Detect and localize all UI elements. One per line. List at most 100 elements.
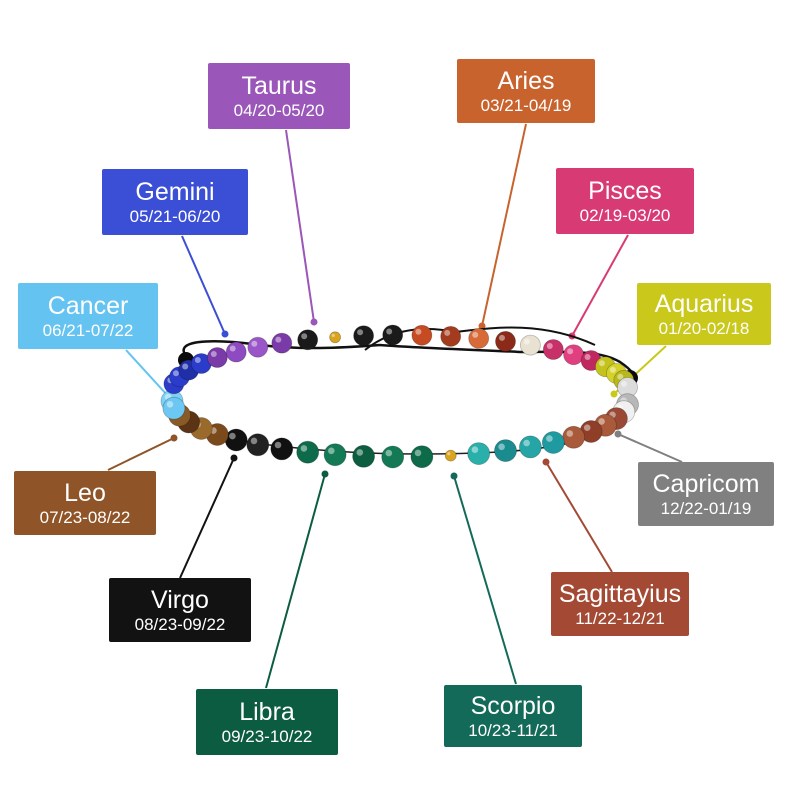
bead-highlight bbox=[300, 445, 308, 452]
bead bbox=[297, 329, 319, 351]
sign-label-aries: Aries 03/21-04/19 bbox=[457, 59, 595, 123]
bead bbox=[494, 439, 517, 463]
bead-highlight bbox=[523, 338, 530, 345]
sign-label-taurus: Taurus 04/20-05/20 bbox=[208, 63, 350, 129]
sign-label-capricorn: Capricom 12/22-01/19 bbox=[638, 462, 774, 526]
leader-dot-scorpio bbox=[450, 472, 458, 480]
leader-line-cancer bbox=[125, 349, 169, 397]
bead bbox=[562, 425, 585, 449]
leader-line-leo bbox=[107, 437, 175, 471]
sign-label-gemini: Gemini 05/21-06/20 bbox=[102, 169, 248, 235]
leader-dot-leo bbox=[170, 434, 178, 442]
leader-dot-capricorn bbox=[614, 430, 622, 438]
bead-highlight bbox=[472, 331, 479, 338]
bead bbox=[410, 445, 434, 469]
bead-highlight bbox=[566, 430, 574, 437]
bead bbox=[247, 336, 269, 358]
bead bbox=[444, 449, 457, 462]
bead-highlight bbox=[414, 449, 422, 457]
sign-name: Capricom bbox=[652, 469, 760, 498]
sign-name: Aquarius bbox=[654, 289, 754, 318]
bead bbox=[246, 433, 270, 457]
sign-label-pisces: Pisces 02/19-03/20 bbox=[556, 168, 694, 234]
leader-dot-libra bbox=[321, 470, 329, 478]
bead bbox=[519, 435, 542, 459]
bead-highlight bbox=[194, 357, 201, 363]
leader-line-gemini bbox=[181, 235, 226, 335]
bead-highlight bbox=[598, 360, 605, 367]
bead bbox=[542, 339, 564, 360]
bead-highlight bbox=[166, 401, 174, 408]
sign-name: Virgo bbox=[151, 585, 209, 614]
leader-line-scorpio bbox=[453, 475, 517, 685]
sign-label-libra: Libra 09/23-10/22 bbox=[196, 689, 338, 755]
bead-highlight bbox=[250, 437, 258, 445]
sign-label-scorpio: Scorpio 10/23-11/21 bbox=[444, 685, 582, 747]
sign-dates: 08/23-09/22 bbox=[134, 614, 226, 634]
sign-name: Libra bbox=[239, 697, 295, 726]
bead-highlight bbox=[331, 333, 335, 337]
sign-name: Cancer bbox=[47, 291, 129, 320]
bead-highlight bbox=[173, 370, 179, 377]
bead-highlight bbox=[251, 340, 258, 347]
bead bbox=[329, 331, 342, 344]
bead bbox=[468, 327, 490, 349]
bead bbox=[352, 444, 376, 468]
bead-highlight bbox=[499, 334, 505, 341]
sign-dates: 03/21-04/19 bbox=[480, 95, 572, 115]
bead-highlight bbox=[385, 449, 393, 457]
sign-name: Leo bbox=[64, 478, 106, 507]
bead bbox=[206, 347, 228, 368]
bead-highlight bbox=[275, 336, 282, 343]
bead-highlight bbox=[328, 447, 335, 455]
bead-highlight bbox=[523, 439, 530, 447]
bead bbox=[296, 440, 320, 464]
bead-highlight bbox=[274, 441, 282, 449]
bead-highlight bbox=[609, 366, 616, 373]
bead-highlight bbox=[621, 380, 627, 387]
leader-line-taurus bbox=[285, 129, 315, 323]
bead-highlight bbox=[583, 424, 591, 432]
sign-dates: 12/22-01/19 bbox=[660, 498, 752, 518]
sign-label-sagittarius: Sagittayius 11/22-12/21 bbox=[551, 572, 689, 636]
leader-line-pisces bbox=[571, 234, 629, 337]
bead-highlight bbox=[584, 354, 591, 360]
bead-highlight bbox=[415, 328, 422, 335]
leader-line-capricorn bbox=[617, 433, 683, 463]
leader-line-aries bbox=[481, 123, 527, 327]
sign-dates: 09/23-10/22 bbox=[221, 726, 313, 746]
bead bbox=[162, 396, 186, 420]
sign-dates: 05/21-06/20 bbox=[129, 206, 221, 226]
leader-dot-aries bbox=[478, 322, 486, 330]
sign-label-virgo: Virgo 08/23-09/22 bbox=[109, 578, 251, 642]
bead bbox=[520, 334, 541, 356]
leader-line-virgo bbox=[179, 457, 235, 579]
sign-name: Taurus bbox=[241, 71, 317, 100]
bead-highlight bbox=[229, 432, 236, 440]
bead-highlight bbox=[229, 345, 236, 352]
bead-highlight bbox=[356, 449, 364, 456]
sign-dates: 07/23-08/22 bbox=[39, 507, 131, 527]
bead bbox=[440, 325, 462, 347]
bead-highlight bbox=[546, 435, 553, 442]
sign-name: Sagittayius bbox=[558, 579, 682, 608]
sign-name: Aries bbox=[497, 66, 555, 95]
bead-highlight bbox=[357, 329, 364, 336]
bead-highlight bbox=[182, 363, 189, 370]
bead-highlight bbox=[471, 446, 479, 454]
bead bbox=[225, 341, 247, 363]
bead bbox=[495, 330, 516, 352]
bead-highlight bbox=[447, 452, 451, 456]
leader-line-sagittarius bbox=[545, 461, 613, 573]
bead-highlight bbox=[301, 333, 308, 340]
bead bbox=[382, 324, 404, 346]
bead-highlight bbox=[498, 443, 505, 451]
sign-name: Gemini bbox=[135, 177, 215, 206]
leader-dot-aquarius bbox=[610, 390, 618, 398]
bead-highlight bbox=[546, 343, 553, 349]
sign-label-leo: Leo 07/23-08/22 bbox=[14, 471, 156, 535]
bead-highlight bbox=[598, 418, 605, 425]
sign-label-cancer: Cancer 06/21-07/22 bbox=[18, 283, 158, 349]
sign-dates: 11/22-12/21 bbox=[575, 608, 665, 628]
